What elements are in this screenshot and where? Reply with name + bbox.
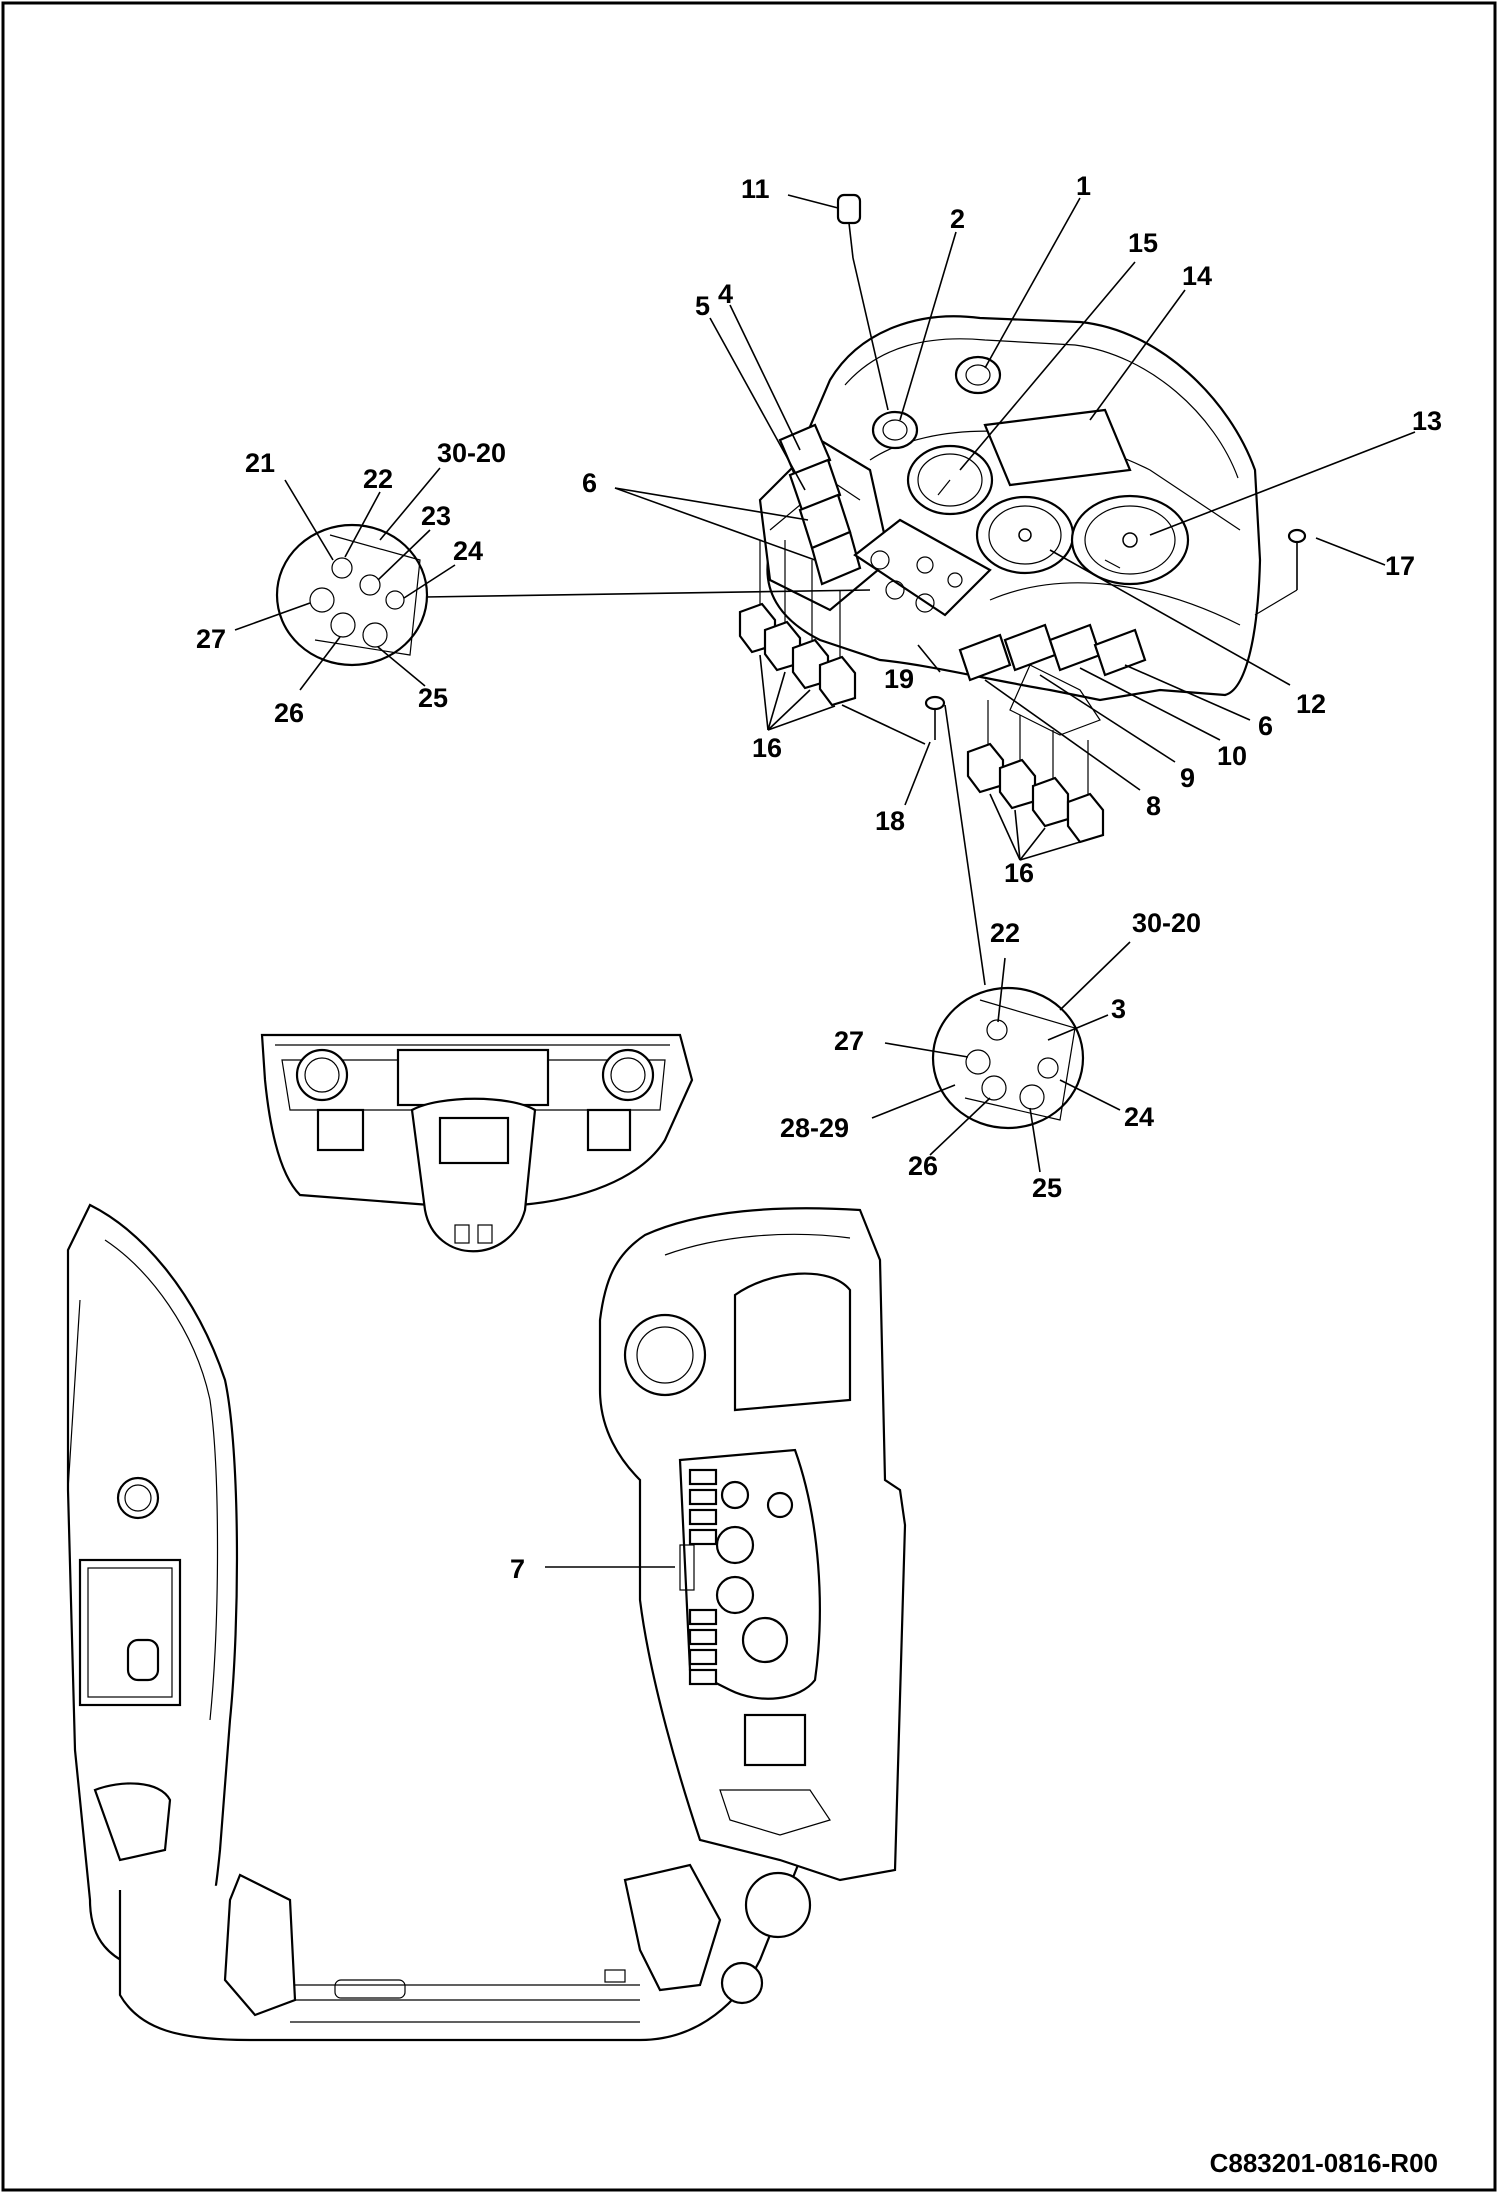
callout-11: 11 [741,174,770,204]
callout-7: 7 [510,1554,525,1584]
left-callout-22: 22 [363,464,393,494]
display-14 [983,408,1132,487]
callout-18: 18 [875,806,905,836]
left-callout-21: 21 [245,448,275,478]
dashboard-assembly [738,193,1307,844]
callout-12: 12 [1296,689,1326,719]
right-callout-27: 27 [834,1026,864,1056]
left-callout-24: 24 [453,536,483,566]
document-code: C883201-0816-R00 [1210,2148,1438,2178]
switch-1 [954,355,1002,395]
callout-5: 5 [695,291,710,321]
switch-plate-19 [853,518,992,617]
right-callout-22: 22 [990,918,1020,948]
screw-18 [924,695,946,711]
right-callout-24: 24 [1124,1102,1154,1132]
detail-panel-left [234,467,456,691]
right-callout-3: 3 [1111,994,1126,1024]
callout-13: 13 [1412,406,1442,436]
callout-10: 10 [1217,741,1247,771]
key-switch-2 [871,410,919,450]
leader-lines-main [424,194,1416,986]
switch-5 [788,458,842,512]
right-callout-25: 25 [1032,1173,1062,1203]
screw-17 [1287,528,1307,544]
left-callout-27: 27 [196,624,226,654]
detail-panel-right [871,941,1131,1173]
left-callout-23: 23 [421,501,451,531]
right-callout-30-20: 30-20 [1132,908,1201,938]
key-11 [836,193,862,225]
callout-8: 8 [1146,791,1161,821]
callout-16-right: 16 [1004,858,1034,888]
callout-19: 19 [884,664,914,694]
left-callout-25: 25 [418,683,448,713]
right-callout-28-29: 28-29 [780,1113,849,1143]
callout-4: 4 [718,279,733,309]
switch-6-right [1093,628,1147,677]
switch-8 [958,633,1012,682]
callout-6-right: 6 [1258,711,1273,741]
right-callout-26: 26 [908,1151,938,1181]
callout-17: 17 [1385,551,1415,581]
left-callout-26: 26 [274,698,304,728]
left-callout-30-20: 30-20 [437,438,506,468]
callout-9: 9 [1180,763,1195,793]
callout-15: 15 [1128,228,1158,258]
callout-1: 1 [1076,171,1091,201]
callout-16-left: 16 [752,733,782,763]
callout-14: 14 [1182,261,1212,291]
relays-16-left [738,540,857,707]
callout-labels: 11 2 1 15 14 13 17 12 6 10 9 8 4 5 6 19 … [196,171,1442,1584]
cab-console-plan [66,1203,907,2042]
callout-6-left: 6 [582,468,597,498]
relays-16-right [966,700,1105,844]
dashboard-front-view [260,1033,694,1253]
callout-2: 2 [950,204,965,234]
